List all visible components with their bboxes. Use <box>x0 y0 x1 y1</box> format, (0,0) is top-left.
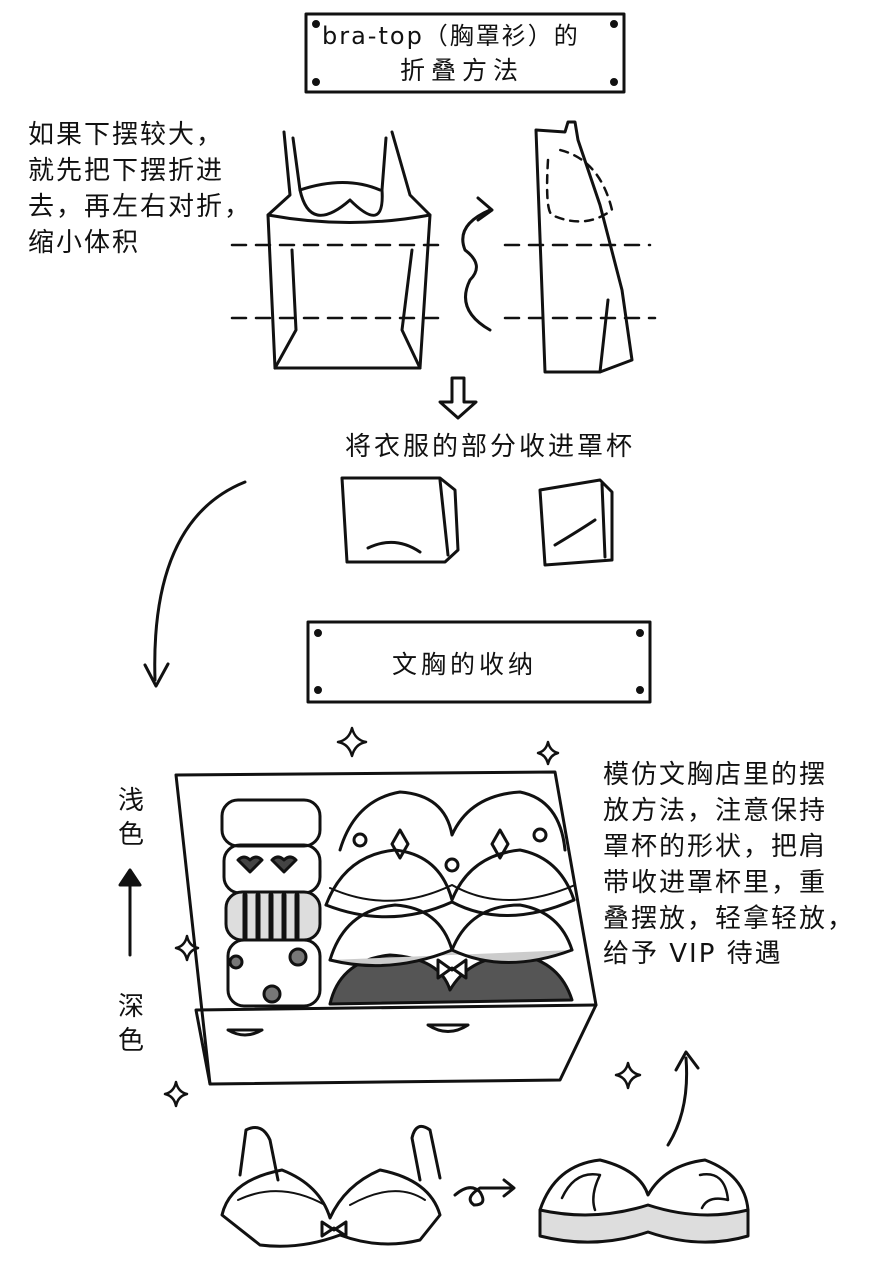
title-line-2: 折叠方法 <box>400 56 525 85</box>
fold-lines <box>230 243 657 320</box>
folded-item-left <box>340 476 460 564</box>
shade-order-arrow <box>118 868 142 957</box>
title-plaque <box>304 12 626 94</box>
section-plaque <box>306 620 652 704</box>
step-caption: 将衣服的部分收进罩杯 <box>345 432 636 462</box>
curved-arrow <box>143 480 247 688</box>
folding-instruction-note: 如果下摆较大， 就先把下摆折进 去，再左右对折， 缩小体积 <box>28 120 253 258</box>
bra-open <box>220 1124 442 1248</box>
bra-folded <box>538 1158 750 1244</box>
rolled-garments <box>220 798 322 1008</box>
light-color-label-1: 浅 <box>118 786 147 816</box>
loop-arrow <box>453 1178 516 1207</box>
light-color-label-2: 色 <box>118 820 147 850</box>
stacked-bras <box>324 790 576 1006</box>
dark-color-label-1: 深 <box>118 992 147 1022</box>
fold-curl-arrow <box>461 196 494 332</box>
bra-top-half-folded <box>534 120 634 374</box>
bra-top-unfolded <box>266 130 432 370</box>
section-title: 文胸的收纳 <box>392 650 538 679</box>
storage-instruction-note: 模仿文胸店里的摆 放方法，注意保持 罩杯的形状，把肩 带收进罩杯里，重 叠摆放，… <box>603 760 856 970</box>
down-arrow <box>438 376 478 420</box>
dark-color-label-2: 色 <box>118 1026 147 1056</box>
folded-item-right <box>538 478 614 567</box>
title-line-1: bra-top（胸罩衫）的 <box>322 22 580 50</box>
return-arrow <box>666 1050 700 1147</box>
drawer <box>174 770 598 1086</box>
